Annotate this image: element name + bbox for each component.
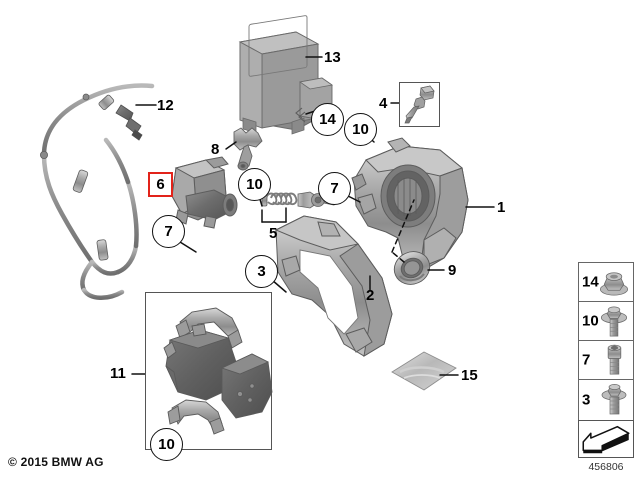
callout-8: 8: [211, 141, 220, 158]
callout-6: 6: [148, 172, 173, 197]
legend-row-7: 7: [579, 341, 633, 380]
legend-row-3: 3: [579, 380, 633, 419]
callout-10-top: 10: [344, 113, 377, 146]
flange-bolt-icon: [601, 384, 627, 415]
washer-bolt-icon: [600, 306, 628, 337]
direction-arrow-box: [578, 420, 634, 458]
legend-row-10: 10: [579, 302, 633, 341]
callout-5: 5: [269, 225, 278, 242]
callout-4: 4: [379, 95, 388, 112]
callout-7-right: 7: [318, 172, 351, 205]
copyright-notice: © 2015 BMW AG: [8, 455, 104, 469]
callout-11: 11: [110, 365, 126, 382]
bleeder-screw-box: [399, 82, 440, 127]
flange-nut-icon: [599, 272, 629, 296]
wear-sensor-cable-art: [41, 83, 155, 300]
brake-pad-set-box: [145, 292, 272, 450]
legend-label-14: 14: [582, 273, 599, 291]
callout-9: 9: [448, 262, 457, 279]
callout-10-pads: 10: [150, 428, 183, 461]
legend-label-10: 10: [582, 312, 599, 330]
fastener-legend-panel: 14 10 7: [578, 262, 634, 458]
callout-2: 2: [366, 287, 375, 304]
callout-7-left: 7: [152, 215, 185, 248]
diagram-id-label: 456806: [588, 461, 624, 473]
wear-sensor-tip: [115, 104, 143, 141]
callout-10-center: 10: [238, 168, 271, 201]
parking-brake-actuator-art: [171, 156, 238, 229]
wear-sensor-connectors: [40, 93, 115, 261]
brake-pad-set-art: [163, 307, 273, 435]
caliper-carrier-art: [274, 215, 393, 357]
legend-row-14: 14: [579, 263, 633, 302]
callout-13: 13: [324, 49, 341, 66]
callout-15: 15: [461, 367, 478, 384]
callout-12: 12: [157, 97, 174, 114]
callout-14: 14: [311, 103, 344, 136]
grease-sachet-art: [391, 351, 457, 391]
piston-seal-ring-art: [393, 251, 431, 285]
control-module-art: [238, 15, 334, 135]
legend-label-3: 3: [582, 391, 591, 408]
forward-arrow-icon: [582, 425, 630, 454]
callout-1: 1: [497, 199, 506, 216]
cable-bracket-art: [233, 127, 263, 171]
bleeder-screw-art: [404, 85, 435, 124]
callout-3: 3: [245, 255, 278, 288]
leader-lines: [131, 56, 495, 376]
legend-label-7: 7: [582, 351, 591, 369]
socket-head-bolt-icon: [607, 344, 622, 375]
